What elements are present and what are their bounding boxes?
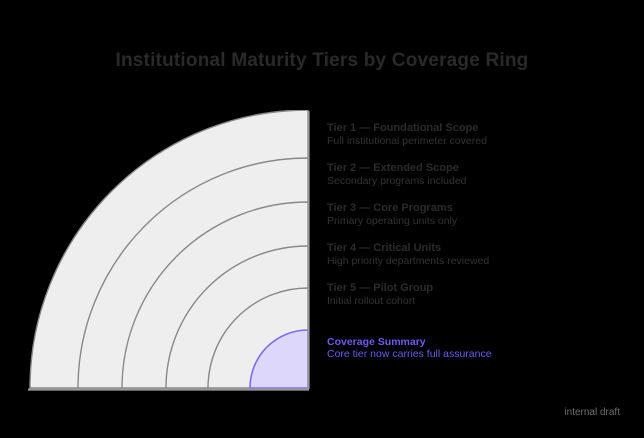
page-title: Institutional Maturity Tiers by Coverage… <box>115 50 529 71</box>
legend-item-heading: Tier 5 — Pilot Group <box>327 282 434 294</box>
legend-item-detail: High priority departments reviewed <box>327 255 490 267</box>
legend-item-detail: Full institutional perimeter covered <box>327 135 487 147</box>
footer-note: internal draft <box>564 407 620 418</box>
legend-item-heading: Tier 3 — Core Programs <box>327 202 453 214</box>
legend-item[interactable]: Tier 5 — Pilot Group Initial rollout coh… <box>327 282 587 308</box>
summary-title: Coverage Summary <box>327 336 426 348</box>
legend-item-heading: Tier 4 — Critical Units <box>327 242 442 254</box>
legend-item-detail: Initial rollout cohort <box>327 295 416 307</box>
legend-item[interactable]: Tier 1 — Foundational Scope Full institu… <box>327 122 587 148</box>
legend-item-detail: Secondary programs included <box>327 175 467 187</box>
legend-item-heading: Tier 2 — Extended Scope <box>327 162 459 174</box>
summary-callout: Coverage Summary Core tier now carries f… <box>327 336 587 360</box>
legend-item-detail: Primary operating units only <box>327 215 458 227</box>
legend-item[interactable]: Tier 3 — Core Programs Primary operating… <box>327 202 587 228</box>
radial-band-diagram <box>26 110 316 395</box>
ring-group <box>29 110 309 389</box>
legend-item[interactable]: Tier 4 — Critical Units High priority de… <box>327 242 587 268</box>
ring-band-tier-6-core[interactable] <box>249 329 309 389</box>
legend-item-heading: Tier 1 — Foundational Scope <box>327 122 479 134</box>
summary-text: Core tier now carries full assurance <box>327 348 492 360</box>
legend: Tier 1 — Foundational Scope Full institu… <box>327 122 587 322</box>
legend-item[interactable]: Tier 2 — Extended Scope Secondary progra… <box>327 162 587 188</box>
